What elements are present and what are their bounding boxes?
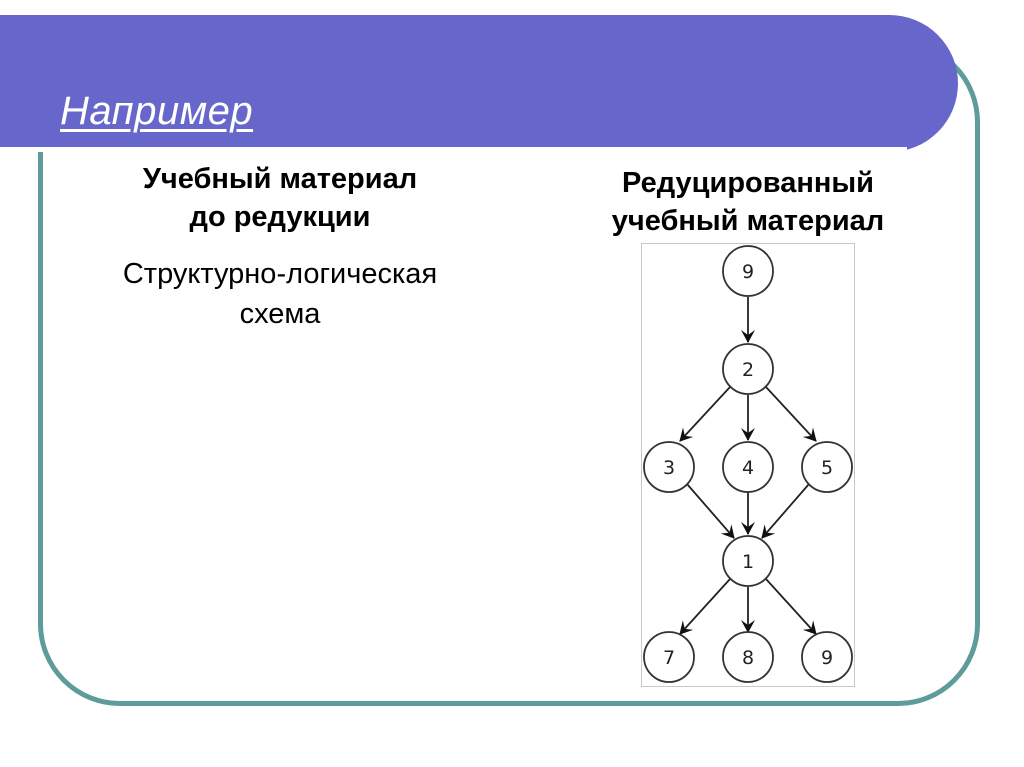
left-column-subtext: Структурно-логическая схема bbox=[80, 254, 480, 334]
graph-node-8 bbox=[722, 631, 774, 683]
node-label-2: 2 bbox=[742, 359, 754, 381]
edge-2-3 bbox=[679, 386, 731, 442]
graph-node-4 bbox=[722, 441, 774, 493]
left-heading-line2: до редукции bbox=[189, 201, 371, 233]
left-column-heading: Учебный материал до редукции bbox=[80, 160, 480, 236]
graph-node-2 bbox=[722, 343, 774, 395]
edge-1-9 bbox=[765, 578, 817, 635]
slide-title: Например bbox=[60, 89, 254, 133]
node-label-1: 1 bbox=[742, 551, 754, 573]
graph-node-1 bbox=[722, 535, 774, 587]
node-label-7: 7 bbox=[663, 647, 675, 669]
graph-diagram-svg: 9 2 3 4 5 1 7 8 9 bbox=[643, 245, 853, 683]
node-label-9-top: 9 bbox=[742, 261, 754, 283]
node-label-9-bottom: 9 bbox=[821, 647, 833, 669]
left-subtext-line2: схема bbox=[239, 298, 321, 330]
edge-5-1 bbox=[761, 483, 810, 539]
edge-2-5 bbox=[765, 386, 817, 442]
node-label-8: 8 bbox=[742, 647, 754, 669]
edge-1-7 bbox=[679, 578, 731, 635]
graph-node-3 bbox=[643, 441, 695, 493]
graph-node-9-top bbox=[722, 245, 774, 297]
title-banner: Например bbox=[0, 15, 958, 152]
title-underline-divider bbox=[0, 147, 907, 152]
graph-diagram: 9 2 3 4 5 1 7 8 9 bbox=[641, 243, 855, 687]
right-column-heading: Редуцированный учебный материал bbox=[548, 164, 948, 240]
node-label-5: 5 bbox=[821, 457, 833, 479]
graph-node-7 bbox=[643, 631, 695, 683]
node-label-4: 4 bbox=[742, 457, 754, 479]
left-subtext-line1: Структурно-логическая bbox=[122, 258, 438, 290]
graph-node-5 bbox=[801, 441, 853, 493]
right-heading-line1: Редуцированный bbox=[622, 167, 874, 199]
left-heading-line1: Учебный материал bbox=[142, 163, 418, 195]
node-label-3: 3 bbox=[663, 457, 675, 479]
right-heading-line2: учебный материал bbox=[611, 205, 885, 237]
edge-3-1 bbox=[686, 483, 735, 539]
graph-node-9-bottom bbox=[801, 631, 853, 683]
graph-edges bbox=[679, 297, 817, 635]
